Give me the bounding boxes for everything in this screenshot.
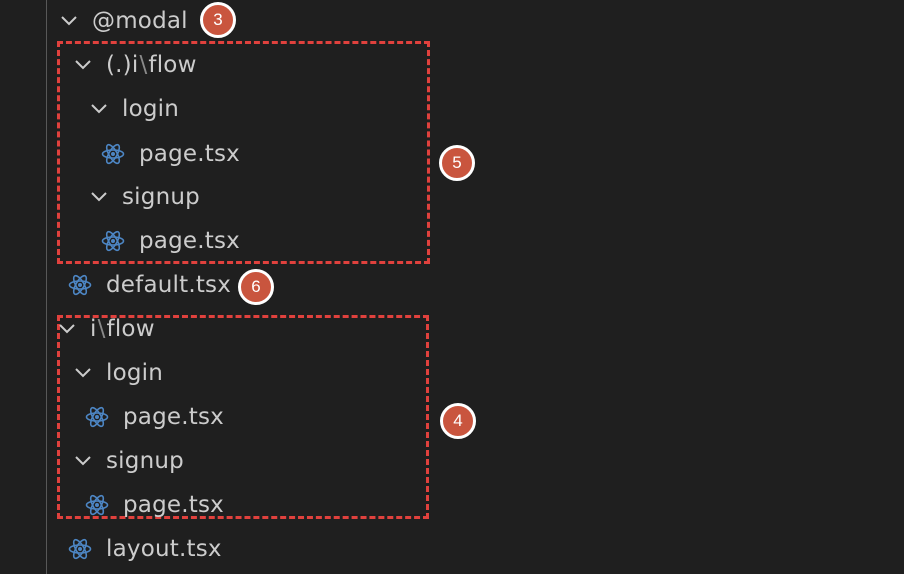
chevron-down-icon — [58, 320, 76, 338]
chevron-down-icon — [90, 100, 108, 118]
tree-item-modal-folder[interactable]: @modal — [60, 1, 188, 41]
tree-item-label: layout.tsx — [106, 536, 222, 562]
tree-item-label: (.)i\flow — [106, 52, 197, 78]
react-icon — [68, 273, 92, 297]
react-icon — [85, 493, 109, 517]
folder-prefix: i — [90, 316, 97, 342]
tree-item-flow-login[interactable]: login — [74, 353, 163, 393]
annotation-badge-4: 4 — [440, 403, 476, 439]
tree-item-label: default.tsx — [106, 272, 232, 298]
react-icon — [85, 405, 109, 429]
tree-item-label: @modal — [92, 8, 188, 34]
annotation-box-intercept — [57, 41, 430, 264]
react-icon — [68, 537, 92, 561]
tree-item-intercept-login-page[interactable]: page.tsx — [101, 134, 240, 174]
chevron-down-icon — [74, 452, 92, 470]
annotation-badge-3: 3 — [200, 2, 236, 38]
annotation-box-flow — [57, 315, 429, 519]
folder-suffix: flow — [148, 52, 197, 78]
indent-guide — [46, 0, 47, 574]
chevron-down-icon — [74, 364, 92, 382]
chevron-down-icon — [74, 56, 92, 74]
tree-item-layout-file[interactable]: layout.tsx — [68, 529, 222, 569]
annotation-badge-6: 6 — [238, 269, 274, 305]
tree-item-default-file[interactable]: default.tsx — [68, 265, 231, 305]
tree-item-label: page.tsx — [139, 141, 240, 167]
tree-item-intercept-signup[interactable]: signup — [90, 177, 200, 217]
tree-item-flow-login-page[interactable]: page.tsx — [85, 397, 224, 437]
tree-item-label: page.tsx — [123, 404, 224, 430]
folder-separator: \ — [139, 52, 148, 78]
tree-item-intercept-folder[interactable]: (.)i\flow — [74, 45, 197, 85]
chevron-down-icon — [60, 12, 78, 30]
tree-item-label: page.tsx — [139, 228, 240, 254]
folder-suffix: flow — [106, 316, 155, 342]
tree-item-flow-folder[interactable]: i\flow — [58, 309, 155, 349]
react-icon — [101, 229, 125, 253]
tree-item-flow-signup[interactable]: signup — [74, 441, 184, 481]
tree-item-label: signup — [122, 184, 200, 210]
folder-separator: \ — [97, 316, 106, 342]
tree-item-flow-signup-page[interactable]: page.tsx — [85, 485, 224, 525]
tree-item-intercept-login[interactable]: login — [90, 89, 179, 129]
tree-item-label: i\flow — [90, 316, 155, 342]
tree-item-label: page.tsx — [123, 492, 224, 518]
folder-prefix: (.)i — [106, 52, 139, 78]
react-icon — [101, 142, 125, 166]
chevron-down-icon — [90, 188, 108, 206]
annotation-badge-5: 5 — [439, 145, 475, 181]
tree-item-intercept-signup-page[interactable]: page.tsx — [101, 221, 240, 261]
tree-item-label: signup — [106, 448, 184, 474]
tree-item-label: login — [106, 360, 164, 386]
tree-item-label: login — [122, 96, 180, 122]
